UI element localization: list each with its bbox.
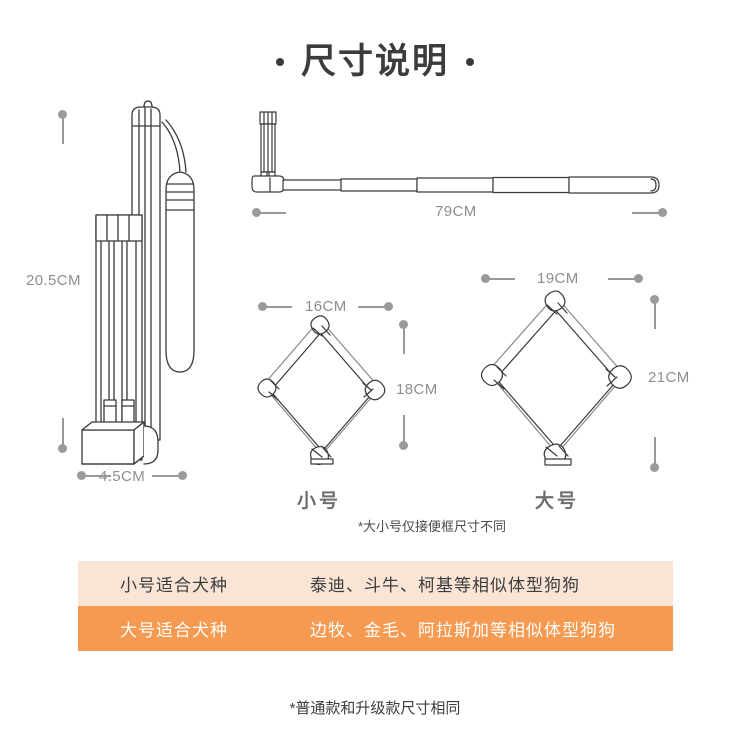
frame-difference-note: *大小号仅接便框尺寸不同: [358, 519, 507, 534]
marker-stem-icon: [632, 211, 662, 214]
marker-stem-icon: [653, 299, 656, 329]
large-frame-caption: 大号: [535, 491, 580, 512]
folded-width-label: 4.5CM: [99, 468, 146, 485]
breed-category-large: 大号适合犬种: [120, 621, 228, 640]
table-row: 大号适合犬种 边牧、金毛、阿拉斯加等相似体型狗狗: [78, 606, 673, 651]
breed-list-large: 边牧、金毛、阿拉斯加等相似体型狗狗: [310, 621, 616, 640]
marker-stem-icon: [262, 305, 292, 308]
table-row: 小号适合犬种 泰迪、斗牛、柯基等相似体型狗狗: [78, 561, 673, 606]
marker-dot-icon: [658, 208, 667, 217]
extended-pole-illustration: [251, 106, 667, 194]
marker-dot-icon: [58, 444, 67, 453]
marker-stem-icon: [61, 418, 64, 448]
page-title: 尺寸说明: [0, 44, 750, 79]
marker-dot-icon: [399, 441, 408, 450]
marker-stem-icon: [358, 305, 388, 308]
breed-table: 小号适合犬种 泰迪、斗牛、柯基等相似体型狗狗 大号适合犬种 边牧、金毛、阿拉斯加…: [78, 561, 673, 651]
small-frame-width-label: 16CM: [305, 298, 347, 315]
marker-stem-icon: [81, 474, 111, 477]
small-frame-illustration: [255, 315, 395, 470]
breed-list-small: 泰迪、斗牛、柯基等相似体型狗狗: [310, 576, 580, 595]
small-frame-caption: 小号: [297, 491, 342, 512]
marker-stem-icon: [485, 277, 515, 280]
marker-stem-icon: [653, 437, 656, 467]
marker-stem-icon: [402, 415, 405, 445]
large-frame-height-label: 21CM: [648, 369, 690, 386]
marker-stem-icon: [256, 211, 286, 214]
title-bullet-right-icon: [466, 57, 474, 66]
marker-dot-icon: [178, 471, 187, 480]
marker-dot-icon: [384, 302, 393, 311]
model-equivalence-note: *普通款和升级款尺寸相同: [289, 700, 461, 717]
title-bullet-left-icon: [275, 57, 284, 66]
marker-stem-icon: [61, 114, 64, 144]
marker-dot-icon: [650, 463, 659, 472]
marker-stem-icon: [608, 277, 638, 280]
small-frame-height-label: 18CM: [396, 381, 438, 398]
breed-category-small: 小号适合犬种: [120, 576, 228, 595]
large-frame-width-label: 19CM: [537, 270, 579, 287]
pole-length-label: 79CM: [435, 203, 477, 220]
marker-stem-icon: [402, 324, 405, 354]
marker-dot-icon: [634, 274, 643, 283]
folded-height-label: 20.5CM: [26, 272, 81, 289]
marker-stem-icon: [152, 474, 182, 477]
page-title-text: 尺寸说明: [300, 42, 449, 81]
folded-scooper-illustration: [70, 100, 230, 475]
large-frame-illustration: [478, 290, 643, 470]
